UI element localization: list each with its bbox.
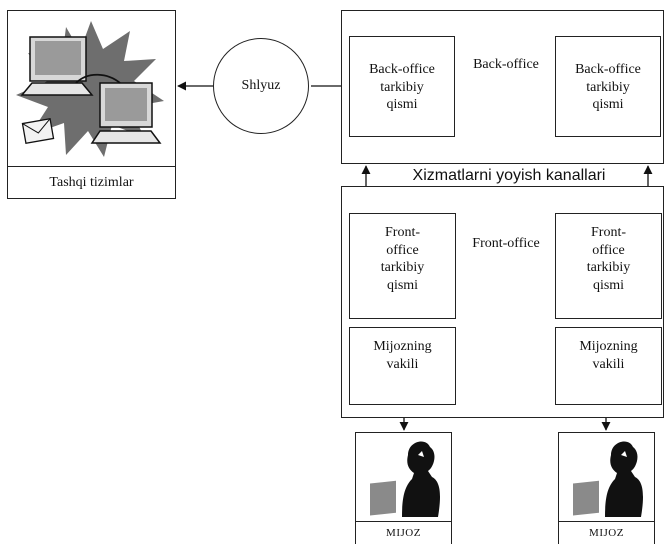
back-office-right-label: Back-office tarkibiy qismi xyxy=(575,62,641,112)
external-systems-box: Tashqi tizimlar xyxy=(7,10,176,199)
front-office-link-label: Front-office xyxy=(472,236,540,251)
client-right-label: MIJOZ xyxy=(589,527,624,539)
front-office-right-box: Front- office tarkibiy qismi xyxy=(555,213,662,319)
channels-label: Xizmatlarni yoyish kanallari xyxy=(412,167,606,184)
front-office-left-label: Front- office tarkibiy qismi xyxy=(380,225,425,293)
front-office-right-label: Front- office tarkibiy qismi xyxy=(586,225,631,293)
client-person-icon xyxy=(573,441,643,517)
back-office-left-label: Back-office tarkibiy qismi xyxy=(369,62,435,112)
client-left-box: MIJOZ xyxy=(355,432,452,544)
client-right-divider xyxy=(559,521,654,522)
gateway-label: Shlyuz xyxy=(241,78,281,93)
front-office-left-box: Front- office tarkibiy qismi xyxy=(349,213,456,319)
client-right-box: MIJOZ xyxy=(558,432,655,544)
back-office-right-box: Back-office tarkibiy qismi xyxy=(555,36,661,137)
back-office-link-label: Back-office xyxy=(473,57,539,72)
client-left-label: MIJOZ xyxy=(386,527,421,539)
client-person-icon xyxy=(370,441,440,517)
client-agent-right-label: Mijozning vakili xyxy=(579,339,638,372)
networked-computers-illustration xyxy=(16,21,164,157)
back-office-left-box: Back-office tarkibiy qismi xyxy=(349,36,455,137)
external-divider xyxy=(8,166,175,167)
external-systems-label: Tashqi tizimlar xyxy=(49,175,134,190)
client-left-divider xyxy=(356,521,451,522)
client-agent-right-box: Mijozning vakili xyxy=(555,327,662,405)
gateway-node: Shlyuz xyxy=(213,38,309,134)
client-agent-left-box: Mijozning vakili xyxy=(349,327,456,405)
client-agent-left-label: Mijozning vakili xyxy=(373,339,432,372)
